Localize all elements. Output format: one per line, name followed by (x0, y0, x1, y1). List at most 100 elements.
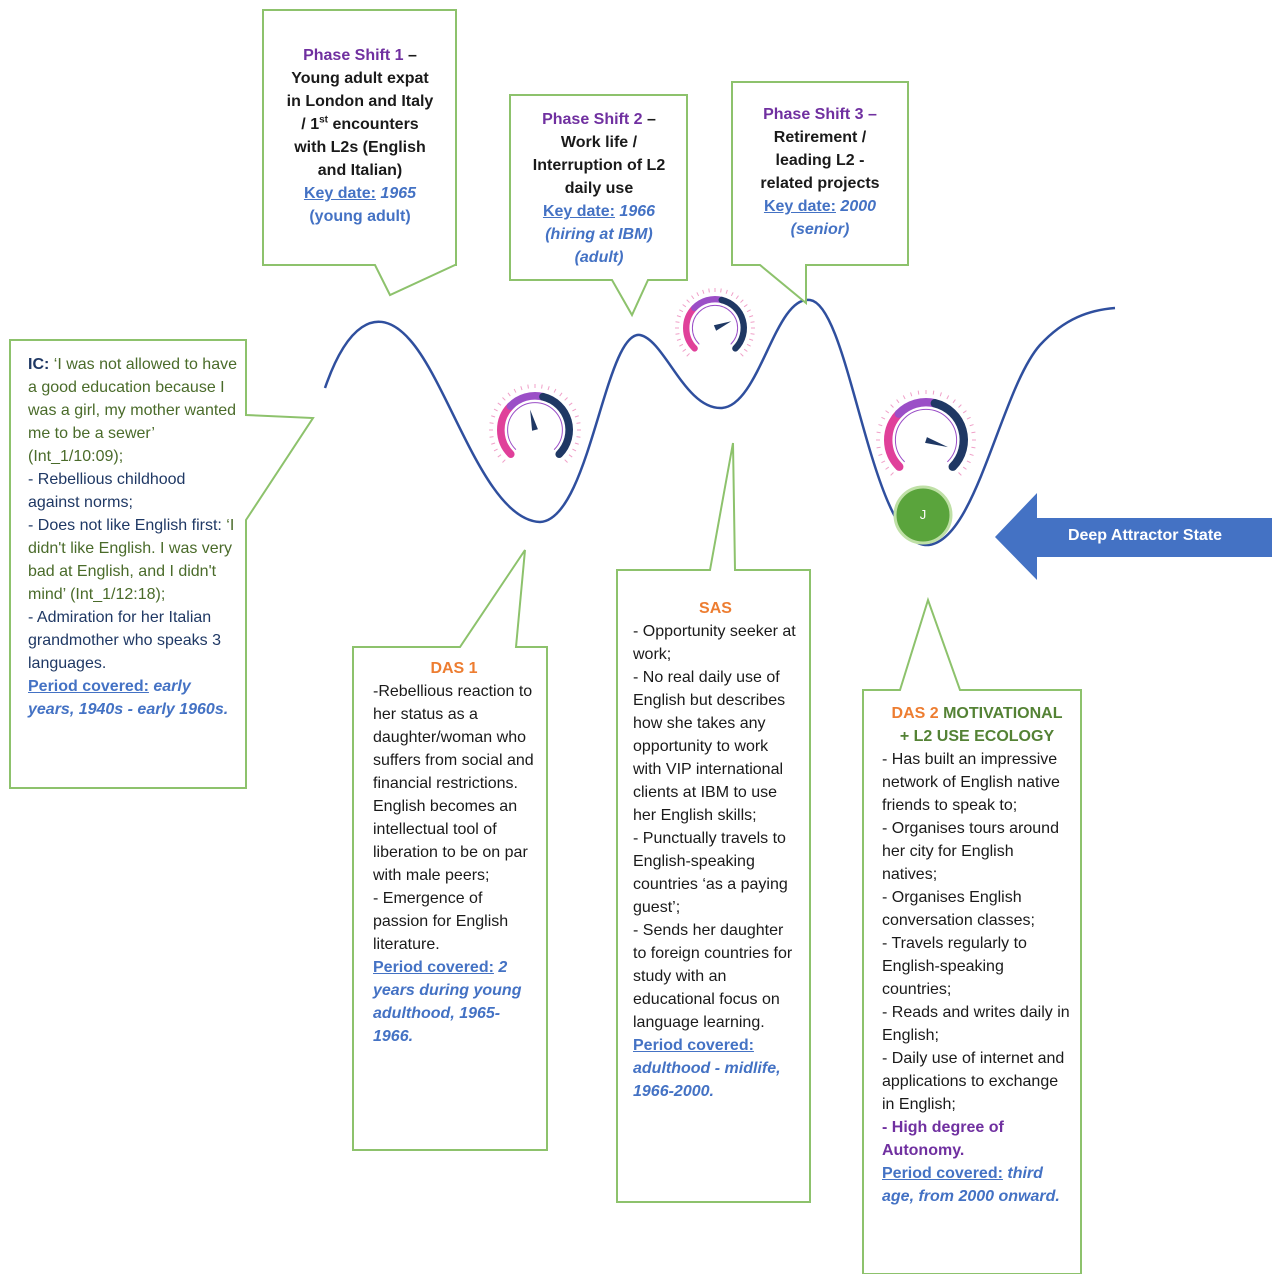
das1-gauge-tick (491, 415, 496, 418)
das1-gauge-tick (493, 448, 498, 452)
das1-gauge-tick (497, 402, 502, 406)
attractor-ball-label: J (919, 507, 927, 522)
das2-gauge-tick (876, 446, 881, 449)
das2-gauge-tick (971, 431, 976, 434)
phase-shift-3-box (731, 81, 909, 306)
das2-autonomy: High degree of Autonomy. (882, 1119, 1004, 1159)
das1-gauge-tick (547, 386, 550, 391)
das2-gauge-tick (958, 404, 962, 408)
das2-gauge-needle (925, 437, 948, 448)
das1-gauge-tick (553, 388, 557, 393)
sas-period-label: Period covered: (633, 1037, 754, 1054)
das2-gauge-tick (876, 431, 881, 434)
sas-gauge-tick (743, 304, 748, 308)
phase-shift-2-text: Phase Shift 2 – Work life / Interruption… (532, 111, 666, 266)
das2-gauge-tick (885, 410, 890, 414)
das1-text: DAS 1 -Rebellious reaction to her status… (373, 657, 535, 1048)
das1-gauge-tick (507, 392, 511, 397)
phase-shift-2-key-date-label: Key date: (542, 203, 615, 220)
sas-gauge-tick (702, 289, 705, 294)
sas-title: SAS (699, 600, 732, 617)
das1-gauge-needle (530, 409, 538, 431)
das2-gauge-tick (896, 399, 900, 404)
das1-gauge-tick (513, 388, 517, 393)
ic-period-label: Period covered: (28, 678, 149, 695)
sas-gauge-tick (750, 321, 755, 323)
sas-gauge-tick (679, 343, 684, 347)
sas-gauge-needle (713, 321, 732, 331)
das1-gauge-tick (568, 454, 573, 458)
sas-gauge-tick (676, 315, 681, 318)
phase-shift-1-key-date-label: Key date: (303, 185, 376, 202)
sas-gauge-tick (675, 321, 680, 323)
sas-gauge-tick (749, 315, 754, 318)
das2-box (862, 596, 1082, 1274)
sas-gauge-tick (686, 353, 690, 357)
das1-gauge-purple-arc (506, 392, 547, 410)
das1-gauge-tick (564, 459, 568, 463)
sas-gauge-tick (730, 292, 734, 297)
phase-shift-1-text: Phase Shift 1 – Young adult expat in Lon… (286, 47, 434, 225)
sas-gauge-tick (735, 295, 739, 300)
das1-gauge-tick (568, 402, 573, 406)
das1-gauge-tick (574, 415, 579, 418)
das1-gauge-tick (489, 422, 494, 424)
das1-gauge-inner-ring (507, 402, 563, 450)
sas-gauge-tick (740, 299, 744, 303)
das2-gauge-tick (932, 390, 935, 395)
sas-gauge-tick (679, 309, 684, 313)
das2-gauge-tick (917, 390, 920, 395)
das1-gauge-tick (489, 436, 494, 438)
sas-gauge-tick (682, 304, 687, 308)
das1-gauge-navy-arc (539, 392, 573, 458)
das2-gauge-tick (881, 460, 886, 464)
sas-gauge-pink-arc (683, 304, 698, 352)
phase-shift-1-heading: Phase Shift 1 (303, 47, 404, 64)
das2-gauge-navy-arc (930, 399, 968, 471)
deep-attractor-arrow (995, 493, 1272, 580)
sas-gauge-tick (686, 299, 690, 303)
phase-shift-2-box (509, 94, 688, 318)
sas-gauge-inner-ring (691, 304, 739, 345)
sas-gauge-tick (675, 333, 680, 335)
das2-gauge-tick (878, 453, 883, 456)
sas-gauge-tick (725, 289, 728, 294)
sas-gauge-tick (746, 309, 751, 313)
attractor-landscape-curve (323, 298, 1116, 547)
das2-gauge-tick (969, 453, 974, 456)
das2-text: DAS 2 MOTIVATIONAL + L2 USE ECOLOGY - Ha… (882, 705, 1070, 1205)
ic-box (9, 339, 315, 789)
phase-shift-3-key-date-label: Key date: (763, 198, 836, 215)
das2-gauge-tick (962, 466, 967, 470)
das1-gauge-tick (559, 392, 563, 397)
das2-gauge-tick (890, 472, 894, 476)
das2-period-label: Period covered: (882, 1165, 1003, 1182)
das1-box (352, 549, 548, 1151)
das2-gauge-tick (969, 424, 974, 427)
das2-gauge-tick (910, 392, 913, 397)
sas-gauge-navy-arc (718, 296, 747, 352)
das1-title: DAS 1 (430, 660, 478, 677)
das1-gauge-tick (493, 408, 498, 412)
sas-gauge-tick (682, 348, 687, 352)
das2-gauge-tick (890, 404, 894, 408)
sas-gauge-tick (708, 288, 710, 293)
gauges-group (489, 288, 976, 476)
das2-gauge-tick (878, 424, 883, 427)
das2-gauge-tick (971, 446, 976, 449)
das2-gauge-tick (885, 466, 890, 470)
attractor-ball (893, 485, 953, 545)
das1-gauge-pink-arc (497, 402, 515, 458)
das2-gauge-tick (962, 410, 967, 414)
phase-shift-1-box (262, 9, 457, 297)
das1-gauge-tick (541, 384, 543, 389)
sas-gauge-tick (746, 343, 751, 347)
sas-text: SAS - Opportunity seeker at work; - No r… (633, 597, 798, 1103)
das1-gauge-tick (491, 442, 496, 445)
das1-gauge-tick (502, 459, 506, 463)
sas-gauge-tick (720, 288, 722, 293)
sas-gauge-tick (749, 338, 754, 341)
das1-period-label: Period covered: (373, 959, 494, 976)
sas-gauge-tick (691, 295, 695, 300)
